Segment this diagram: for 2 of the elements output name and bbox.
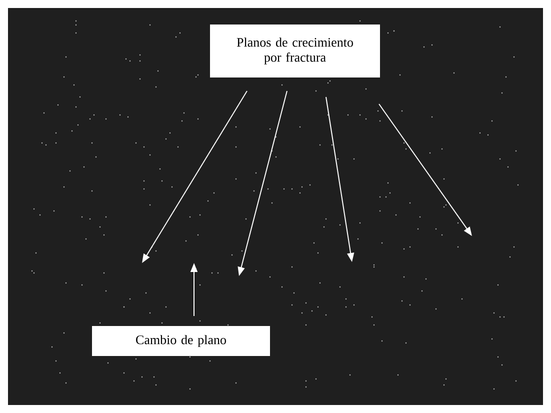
label-box: Planos de crecimiento por fractura: [210, 24, 380, 78]
label-box: Cambio de plano: [92, 326, 270, 356]
